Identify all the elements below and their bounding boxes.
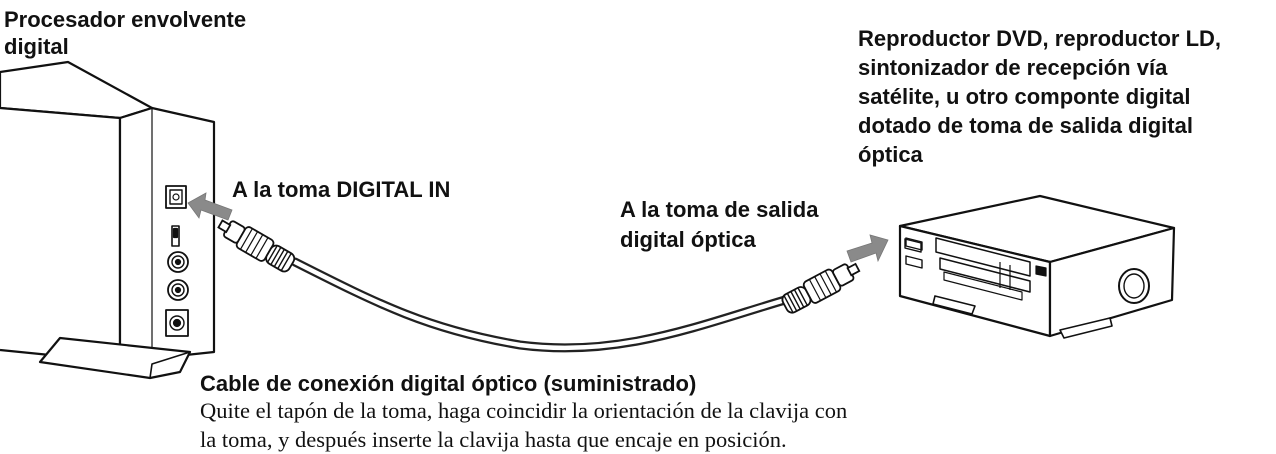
cable-note: Quite el tapón de la toma, haga coincidi… <box>200 396 847 454</box>
cable-title: Cable de conexión digital óptico (sumini… <box>200 371 697 396</box>
surround-processor-unit-icon <box>0 60 216 380</box>
cable-note-line-2: la toma, y después inserte la clavija ha… <box>200 427 787 452</box>
optical-cable-icon <box>217 219 861 353</box>
cable-note-line-1: Quite el tapón de la toma, haga coincidi… <box>200 398 848 423</box>
source-label: Reproductor DVD, reproductor LD, sintoni… <box>858 24 1221 169</box>
digital-out-label-line-2: digital óptica <box>620 227 756 252</box>
source-label-line-3: satélite, u otro componte digital <box>858 84 1191 109</box>
processor-label-line-2: digital <box>4 34 69 59</box>
processor-label-line-1: Procesador envolvente <box>4 7 247 32</box>
digital-out-label: A la toma de salida digital óptica <box>620 195 818 255</box>
source-label-line-1: Reproductor DVD, reproductor LD, <box>858 26 1222 51</box>
arrow-to-digital-out <box>846 234 889 263</box>
digital-in-jack-icon <box>165 185 187 209</box>
processor-label: Procesador envolvente digital <box>4 6 246 60</box>
source-label-line-5: óptica <box>858 142 923 167</box>
source-label-line-4: dotado de toma de salida digital <box>858 113 1193 138</box>
digital-in-label: A la toma DIGITAL IN <box>232 177 451 202</box>
source-label-line-2: sintonizador de recepción vía <box>858 55 1168 80</box>
dvd-player-unit-icon <box>898 194 1176 339</box>
digital-out-label-line-1: A la toma de salida <box>620 197 819 222</box>
arrow-to-digital-in <box>187 192 233 221</box>
